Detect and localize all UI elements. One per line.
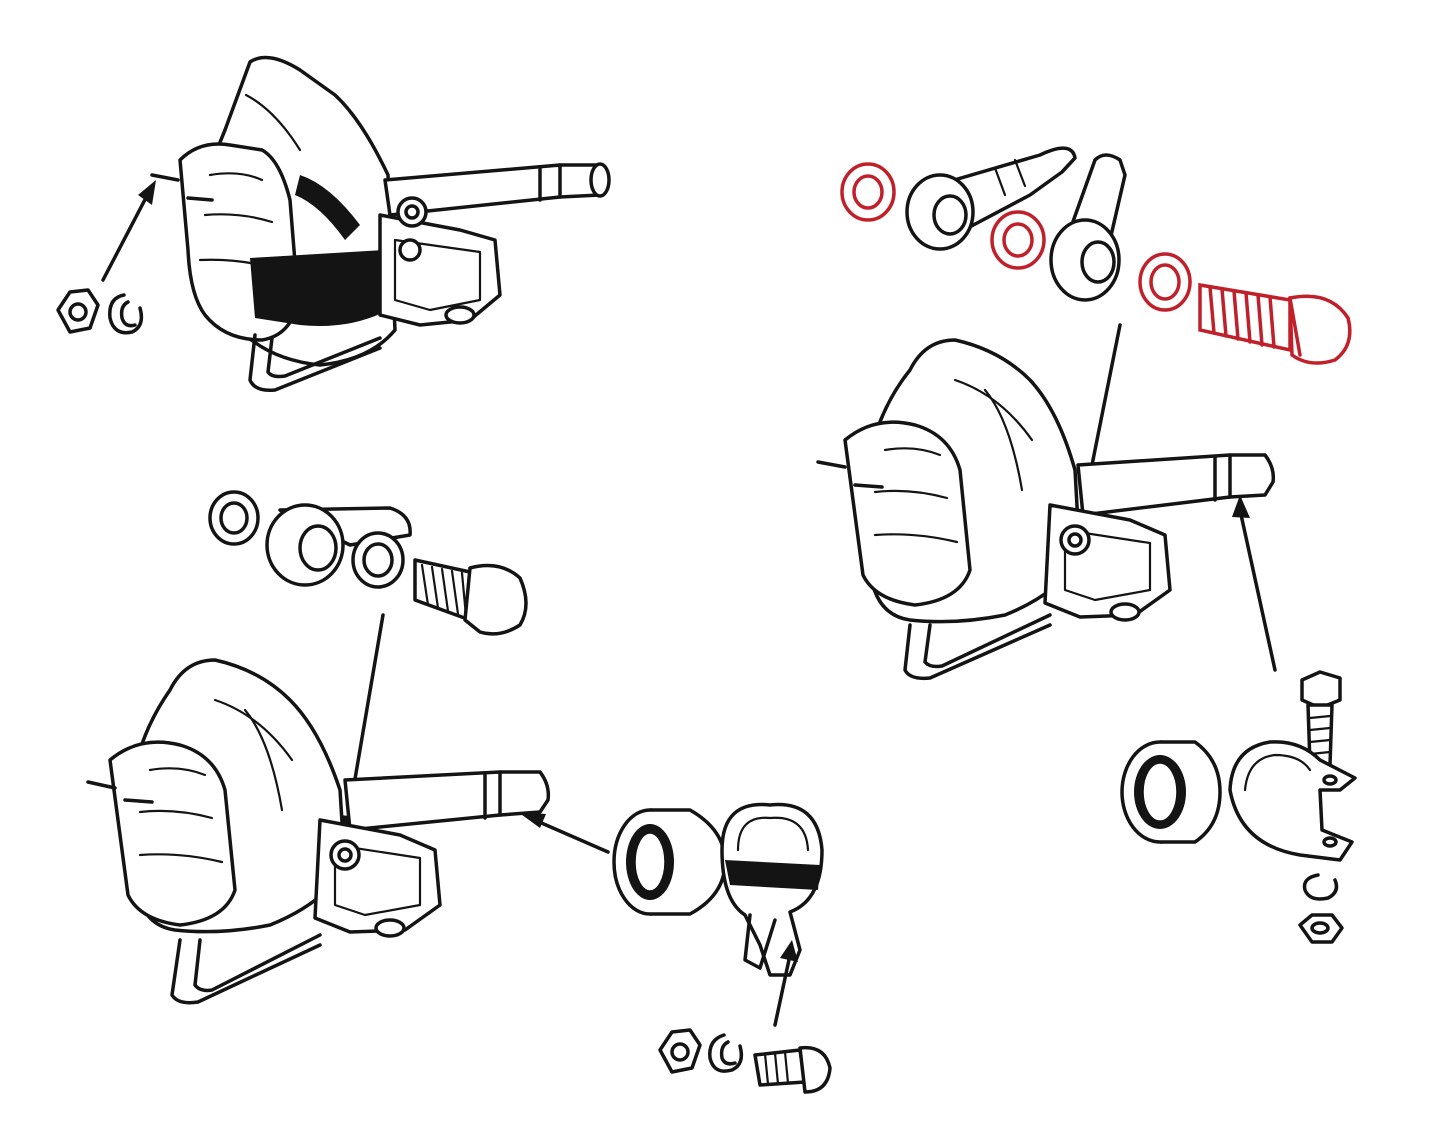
servo-body-top-left xyxy=(150,55,611,393)
arrow-bl-sleeve xyxy=(518,812,610,854)
banjo-union-right xyxy=(1049,153,1127,302)
sealing-washer-bl-2 xyxy=(351,531,405,589)
spring-washer-top-left xyxy=(108,293,144,335)
arrow-bl-clamp xyxy=(773,940,798,1027)
sealing-washer-bl-1 xyxy=(208,490,260,546)
servo-body-bottom-left xyxy=(86,658,551,1005)
mounting-clamp-right xyxy=(1228,740,1357,862)
servo-assembly-top-left xyxy=(56,55,611,393)
sealing-washer-right-3-highlighted xyxy=(1138,252,1192,312)
arrow-top-left xyxy=(101,180,156,282)
banjo-bolt-bl xyxy=(413,558,528,636)
banjo-union-bl xyxy=(265,503,412,587)
nut-top-left xyxy=(56,288,100,334)
nut-right xyxy=(1298,913,1344,944)
hose-union-right xyxy=(905,146,1077,251)
rubber-sleeve-right xyxy=(1120,740,1222,844)
sealing-washer-right-2-highlighted xyxy=(990,210,1046,270)
spring-washer-bl xyxy=(708,1033,744,1073)
arrow-right-sleeve xyxy=(1232,495,1277,672)
spring-washer-right xyxy=(1302,873,1339,901)
servo-body-right xyxy=(816,338,1276,681)
sealing-washer-right-1-highlighted xyxy=(840,162,896,222)
banjo-bolt-right-highlighted xyxy=(1198,282,1352,365)
servo-assembly-right xyxy=(816,146,1357,944)
rubber-sleeve-bl xyxy=(612,808,727,916)
bolt-bl xyxy=(753,1045,832,1094)
mounting-clamp-bl xyxy=(720,802,824,977)
servo-assembly-bottom-left xyxy=(86,490,832,1094)
nut-bl xyxy=(658,1028,702,1074)
